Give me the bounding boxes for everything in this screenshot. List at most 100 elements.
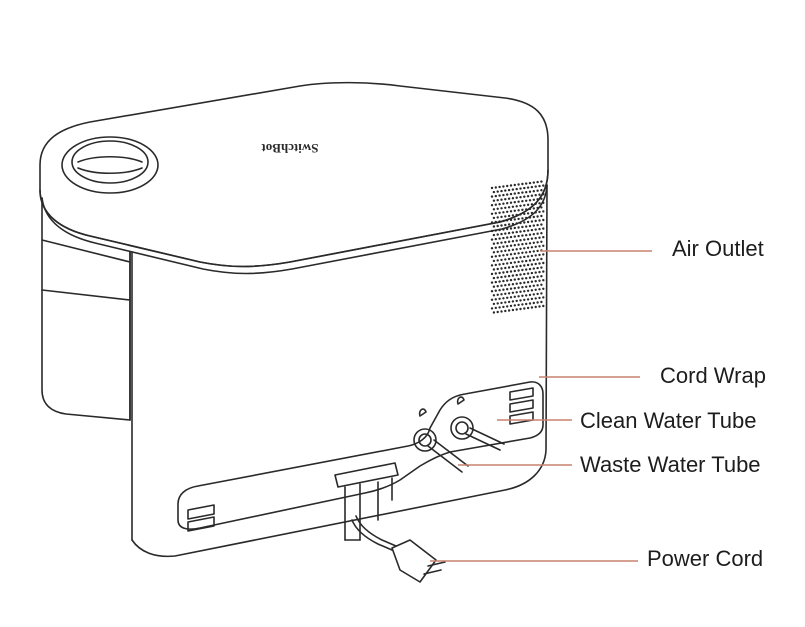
grille-hole xyxy=(525,216,528,220)
grille-hole xyxy=(530,228,534,232)
grille-hole xyxy=(523,238,526,241)
grille-hole xyxy=(515,248,518,251)
grille-hole xyxy=(542,261,545,265)
grille-hole xyxy=(507,309,511,312)
grille-hole xyxy=(526,306,530,310)
grille-hole xyxy=(532,181,535,184)
grille-hole xyxy=(538,193,541,196)
grille-hole xyxy=(494,280,497,284)
grille-hole xyxy=(502,236,505,240)
grille-hole xyxy=(517,191,520,195)
grille-hole xyxy=(521,286,524,289)
grille-hole xyxy=(523,229,526,233)
grille-hole xyxy=(534,271,537,274)
grille-hole xyxy=(538,245,541,248)
grille-hole xyxy=(506,193,509,196)
grille-hole xyxy=(509,278,513,282)
grille-hole xyxy=(494,298,497,301)
grille-hole xyxy=(521,303,524,306)
grille-hole xyxy=(504,232,507,235)
grille-hole xyxy=(540,300,543,304)
grille-hole xyxy=(511,265,515,269)
grille-hole xyxy=(536,249,539,253)
grille-hole xyxy=(521,200,524,203)
grille-hole xyxy=(500,293,503,296)
grille-hole xyxy=(519,247,522,250)
grille-hole xyxy=(502,254,505,257)
grille-hole xyxy=(500,275,503,279)
grille-hole xyxy=(536,223,539,227)
grille-hole xyxy=(530,271,534,275)
grille-hole xyxy=(513,244,516,247)
grille-hole xyxy=(532,267,535,270)
grille-hole xyxy=(515,239,518,242)
grille-hole xyxy=(494,229,497,232)
grille-hole xyxy=(494,212,497,215)
grille-hole xyxy=(509,244,513,247)
grille-hole xyxy=(532,215,535,219)
grille-hole xyxy=(538,236,541,239)
grille-hole xyxy=(534,280,537,283)
grille-hole xyxy=(536,215,539,218)
grille-hole xyxy=(511,222,515,226)
grille-hole xyxy=(500,284,503,287)
grille-hole xyxy=(496,310,499,314)
grille-hole xyxy=(490,195,494,198)
grille-hole xyxy=(538,219,541,222)
grille-hole xyxy=(504,206,507,209)
grille-hole xyxy=(494,263,497,267)
air-outlet-grille xyxy=(490,180,545,314)
grille-hole xyxy=(519,273,522,276)
grille-hole xyxy=(511,248,515,251)
grille-hole xyxy=(517,226,520,229)
grille-hole xyxy=(492,268,496,271)
grille-hole xyxy=(517,295,520,298)
grille-hole xyxy=(532,276,535,279)
left-inner-rim xyxy=(41,239,131,263)
grille-hole xyxy=(492,251,496,254)
grille-hole xyxy=(492,233,496,237)
grille-hole xyxy=(506,296,509,299)
grille-hole xyxy=(506,279,509,282)
grille-hole xyxy=(509,192,513,196)
grille-hole xyxy=(498,194,501,197)
grille-hole xyxy=(494,289,497,292)
grille-hole xyxy=(542,279,545,282)
grille-hole xyxy=(500,232,503,236)
grille-hole xyxy=(528,293,532,297)
grille-hole xyxy=(494,237,497,241)
grille-hole xyxy=(530,194,534,197)
grille-hole xyxy=(490,281,494,284)
grille-hole xyxy=(515,213,518,217)
grille-hole xyxy=(498,289,501,292)
grille-hole xyxy=(494,246,497,249)
grille-hole xyxy=(523,264,526,267)
grille-hole xyxy=(502,193,505,197)
grille-hole xyxy=(538,210,541,214)
grille-hole xyxy=(517,217,520,221)
waste-water-tube-line xyxy=(427,445,463,473)
grille-hole xyxy=(528,276,532,279)
grille-hole xyxy=(513,261,516,264)
top-lid-outline xyxy=(39,81,549,268)
grille-hole xyxy=(542,287,545,290)
grille-hole xyxy=(511,308,515,312)
grille-hole xyxy=(490,212,494,215)
callout-air-outlet: Air Outlet xyxy=(672,236,764,261)
grille-hole xyxy=(526,263,530,267)
grille-hole xyxy=(515,299,518,303)
grille-hole xyxy=(532,207,535,210)
grille-hole xyxy=(542,296,545,299)
grille-hole xyxy=(506,245,509,248)
grille-hole xyxy=(540,197,543,200)
grille-hole xyxy=(496,259,499,262)
grille-hole xyxy=(530,220,534,223)
grille-hole xyxy=(496,190,499,193)
grille-hole xyxy=(500,258,503,262)
plug-body xyxy=(391,539,437,583)
grille-hole xyxy=(525,191,528,194)
grille-hole xyxy=(513,304,516,307)
grille-hole xyxy=(530,237,534,240)
grille-hole xyxy=(530,306,534,309)
grille-hole xyxy=(506,227,509,231)
